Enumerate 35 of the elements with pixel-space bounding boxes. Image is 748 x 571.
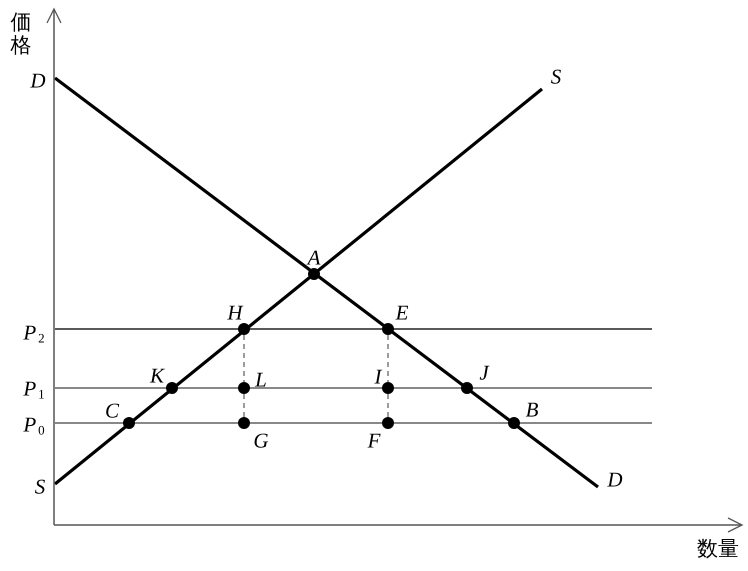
point-marker: [308, 268, 320, 280]
point-label: K: [150, 366, 164, 386]
point-marker: [382, 323, 394, 335]
point-label: L: [255, 370, 267, 390]
price-label: P$_{1}$: [23, 378, 45, 400]
point-label: C: [105, 400, 119, 422]
point-label: G: [253, 430, 269, 452]
point-marker: [508, 417, 520, 429]
point-label: H: [227, 302, 243, 324]
dashed-drop-line: [243, 335, 245, 382]
point-marker: [238, 417, 250, 429]
point-marker: [123, 417, 135, 429]
point-marker: [238, 382, 250, 394]
price-label: P$_{2}$: [23, 322, 45, 344]
axis-title: 数量: [697, 538, 739, 560]
price-label: P$_{0}$: [23, 414, 45, 436]
point-label: E: [396, 302, 408, 324]
point-label: F: [368, 430, 380, 452]
dashed-drop-line: [243, 394, 245, 417]
point-marker: [166, 382, 178, 394]
dashed-drop-line: [387, 335, 389, 382]
curve-label: S: [550, 66, 562, 88]
curve-label: D: [30, 70, 46, 92]
point-marker: [238, 323, 250, 335]
point-label: A: [308, 248, 320, 268]
axis-title: 価格: [10, 10, 32, 58]
point-label: B: [526, 400, 538, 420]
point-label: J: [479, 362, 489, 384]
point-marker: [382, 417, 394, 429]
point-marker: [461, 382, 473, 394]
curve-label: S: [34, 476, 46, 498]
point-label: I: [374, 366, 382, 388]
dashed-drop-line: [387, 394, 389, 417]
curve-label: D: [607, 470, 623, 490]
point-marker: [382, 382, 394, 394]
